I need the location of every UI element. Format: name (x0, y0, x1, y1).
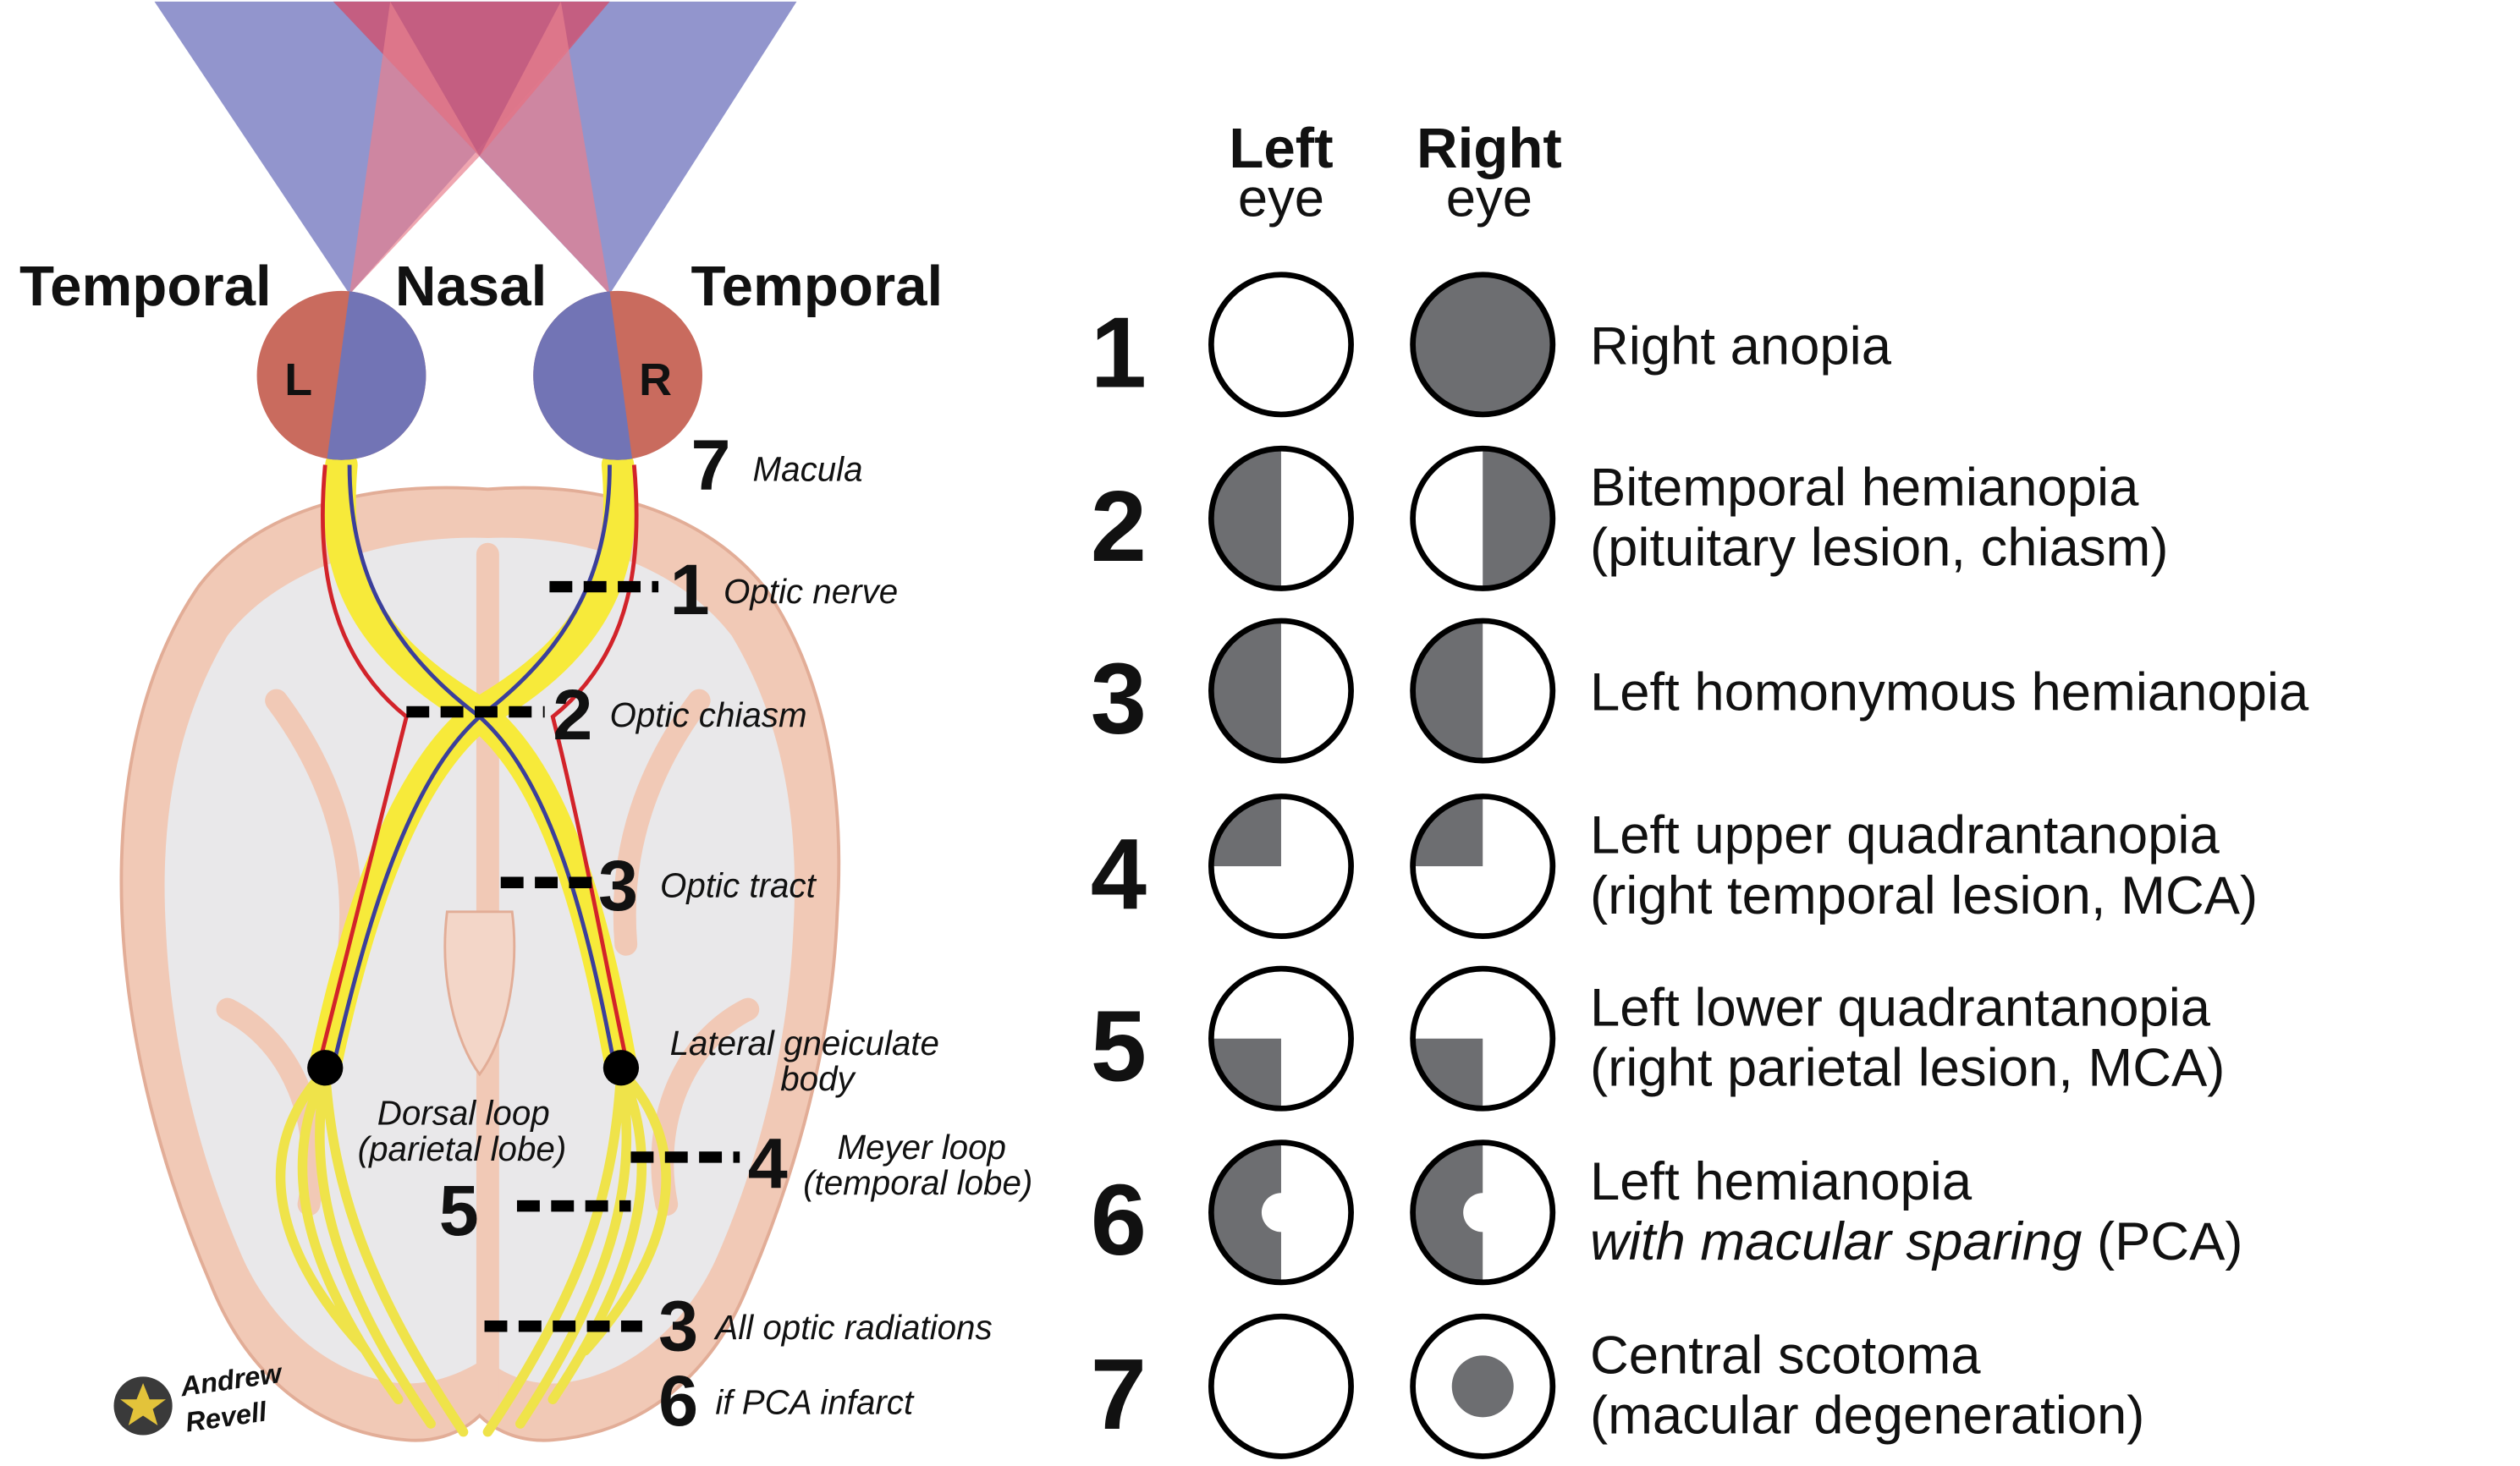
nasal-label: Nasal (395, 255, 547, 318)
lesion-description: Left lower quadrantanopia (1590, 978, 2211, 1037)
macula-number: 7 (691, 424, 731, 504)
lgb-label-line1: Lateral gneiculate (670, 1024, 939, 1062)
signature-line2: Revell (184, 1395, 269, 1437)
left-eye: L (256, 290, 426, 460)
dorsal-loop-number: 5 (439, 1170, 479, 1250)
lesion-row: 7 Central scotoma(macular degeneration) (1091, 1313, 2144, 1459)
lesion-description: Left homonymous hemianopia (1590, 663, 2309, 722)
signature-line1: Andrew (178, 1357, 285, 1403)
lesion-description: Central scotoma (1590, 1326, 1981, 1385)
optic-chiasm-number: 2 (553, 674, 592, 755)
lesion-number: 7 (1091, 1338, 1147, 1451)
right-eye-header-title: Right (1417, 117, 1562, 180)
lesion-number: 3 (1091, 643, 1147, 755)
pca-infarct-number: 6 (658, 1360, 698, 1441)
pca-infarct-label: if PCA infarct (715, 1383, 915, 1422)
right-eye-field (1410, 272, 1556, 418)
lesion-description: (macular degeneration) (1590, 1386, 2144, 1446)
right-eye-header-sub: eye (1446, 169, 1532, 228)
lesion-number: 6 (1091, 1164, 1147, 1277)
left-nasal-red-cone (349, 1, 480, 294)
lgb-label-line2: body (780, 1059, 856, 1098)
right-eye-field (1410, 618, 1556, 764)
lesion-description: (right parietal lesion, MCA) (1590, 1038, 2225, 1097)
right-nasal-red-cone (479, 1, 610, 294)
right-eye-field (1410, 793, 1556, 940)
optic-nerve-label: Optic nerve (724, 572, 898, 611)
right-eye-letter: R (639, 354, 672, 405)
lesion-description: Left upper quadrantanopia (1590, 806, 2220, 865)
left-eye-field (1208, 965, 1354, 1112)
temporal-left-label: Temporal (19, 255, 272, 318)
right-lateral-geniculate-body (602, 1050, 640, 1086)
lesion-number: 2 (1091, 470, 1147, 583)
right-optic-radiations (482, 1066, 671, 1437)
left-optic-radiations (275, 1066, 469, 1437)
left-eye-header-sub: eye (1238, 169, 1324, 228)
temporal-right-label: Temporal (691, 255, 944, 318)
optic-radiations-number: 3 (658, 1286, 698, 1366)
pathway-labels: 7 Macula 1 Optic nerve 2 Optic chiasm 3 … (358, 424, 1033, 1441)
author-signature-logo: Andrew Revell (113, 1357, 285, 1438)
optic-nerve-number: 1 (670, 549, 710, 629)
meyer-loop-label-line2: (temporal lobe) (803, 1163, 1032, 1202)
meyer-loop-label-line1: Meyer loop (837, 1128, 1006, 1167)
optic-chiasm-label: Optic chiasm (609, 695, 806, 734)
lesion-description: Left hemianopia (1590, 1152, 1973, 1211)
left-eye-field (1208, 445, 1354, 591)
right-eye-field (1410, 1139, 1556, 1286)
lesion-number: 1 (1091, 296, 1147, 409)
left-eye-letter: L (284, 354, 312, 405)
lesion-description: with macular sparing (PCA) (1590, 1212, 2243, 1271)
signature-star-icon (120, 1383, 166, 1425)
lesion-description: Bitemporal hemianopia (1590, 458, 2139, 518)
right-eye-field (1410, 1313, 1556, 1459)
left-eye-field (1208, 1139, 1354, 1286)
brain-ventricles (443, 910, 516, 1077)
left-eye-field (1208, 793, 1354, 940)
macula-label: Macula (753, 450, 863, 489)
eyes: L R (256, 290, 702, 460)
lesion-description: (right temporal lesion, MCA) (1590, 866, 2258, 925)
lesion-row: 2 Bitemporal hemianopia(pituitary lesion,… (1091, 445, 2168, 591)
lesion-description: (pituitary lesion, chiasm) (1590, 519, 2168, 578)
left-lateral-geniculate-body (307, 1050, 344, 1086)
visual-field-cones (154, 1, 797, 294)
eye-column-headers: Left eye Right eye (1229, 117, 1561, 228)
left-eye-field (1208, 272, 1354, 418)
lesion-row: 5 Left lower quadrantanopia(right parieta… (1091, 965, 2225, 1112)
optic-tract-label: Optic tract (660, 866, 817, 905)
left-eye-header-title: Left (1229, 117, 1333, 180)
optic-radiations-label: All optic radiations (713, 1308, 992, 1347)
right-eye-field (1410, 965, 1556, 1112)
dorsal-loop-label-line2: (parietal lobe) (358, 1129, 567, 1168)
dorsal-loop-label-line1: Dorsal loop (377, 1094, 550, 1133)
lesion-rows: 1 Right anopia 2 Bitemporal hemianopia(pitu… (1091, 272, 2309, 1459)
lesion-row: 4 Left upper quadrantanopia(right tempora… (1091, 793, 2258, 940)
right-eye-field (1410, 445, 1556, 591)
lesion-number: 5 (1091, 991, 1147, 1103)
left-eye-field (1208, 1313, 1354, 1459)
lesion-markers (406, 580, 740, 1332)
left-eye-field (1208, 618, 1354, 764)
brain-axial-section (119, 486, 841, 1442)
lesion-description: Right anopia (1590, 316, 1892, 376)
left-temporal-fibers (316, 464, 410, 1067)
right-temporal-fibers (550, 464, 639, 1067)
optic-tract-number: 3 (598, 845, 638, 925)
right-eye: R (533, 290, 702, 460)
lesion-number: 4 (1091, 818, 1147, 931)
lesion-row: 1 Right anopia (1091, 272, 1892, 418)
lesion-row: 3 Left homonymous hemianopia (1091, 618, 2309, 764)
meyer-loop-number: 4 (748, 1123, 788, 1203)
